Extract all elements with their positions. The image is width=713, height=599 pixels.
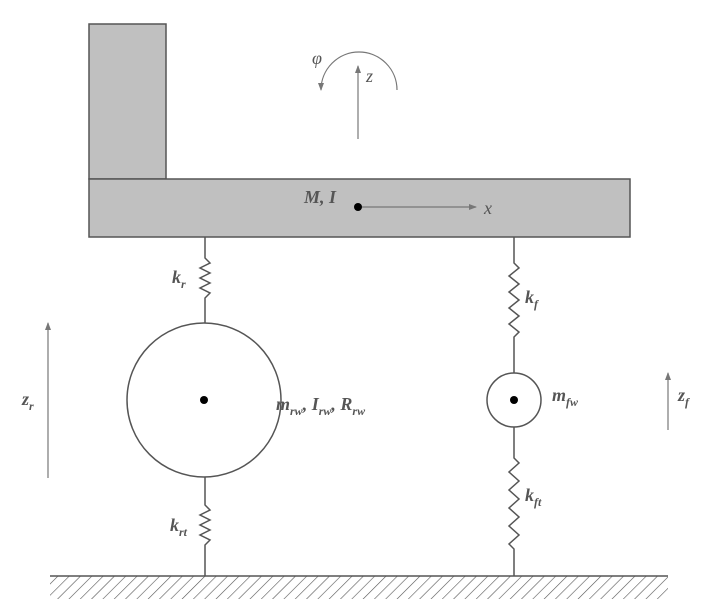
pitch-arc-arrow xyxy=(318,51,398,91)
rear-wheel-center xyxy=(200,396,208,404)
front-wheel-center xyxy=(510,396,518,404)
cabin-block xyxy=(88,23,167,180)
z-f-label: zf xyxy=(677,385,690,409)
z-label: z xyxy=(365,66,373,86)
k-ft-label: kft xyxy=(525,485,542,509)
rear-tire-spring xyxy=(198,477,212,576)
rear-wheel-label: mrw, Irw, Rrw xyxy=(276,394,366,418)
x-label: x xyxy=(483,198,492,218)
phi-label: φ xyxy=(312,48,322,68)
body-center-of-mass xyxy=(354,203,362,211)
front-suspension-spring xyxy=(507,237,521,373)
ground-hatch xyxy=(50,576,668,599)
rear-suspension-spring xyxy=(198,237,212,323)
body-mass-inertia-label: M, I xyxy=(303,187,337,207)
front-tire-spring xyxy=(507,427,521,576)
k-rt-label: krt xyxy=(170,515,188,539)
k-f-label: kf xyxy=(525,287,539,311)
k-r-label: kr xyxy=(172,267,186,291)
z-r-label: zr xyxy=(21,389,34,413)
front-wheel-label: mfw xyxy=(552,385,579,409)
